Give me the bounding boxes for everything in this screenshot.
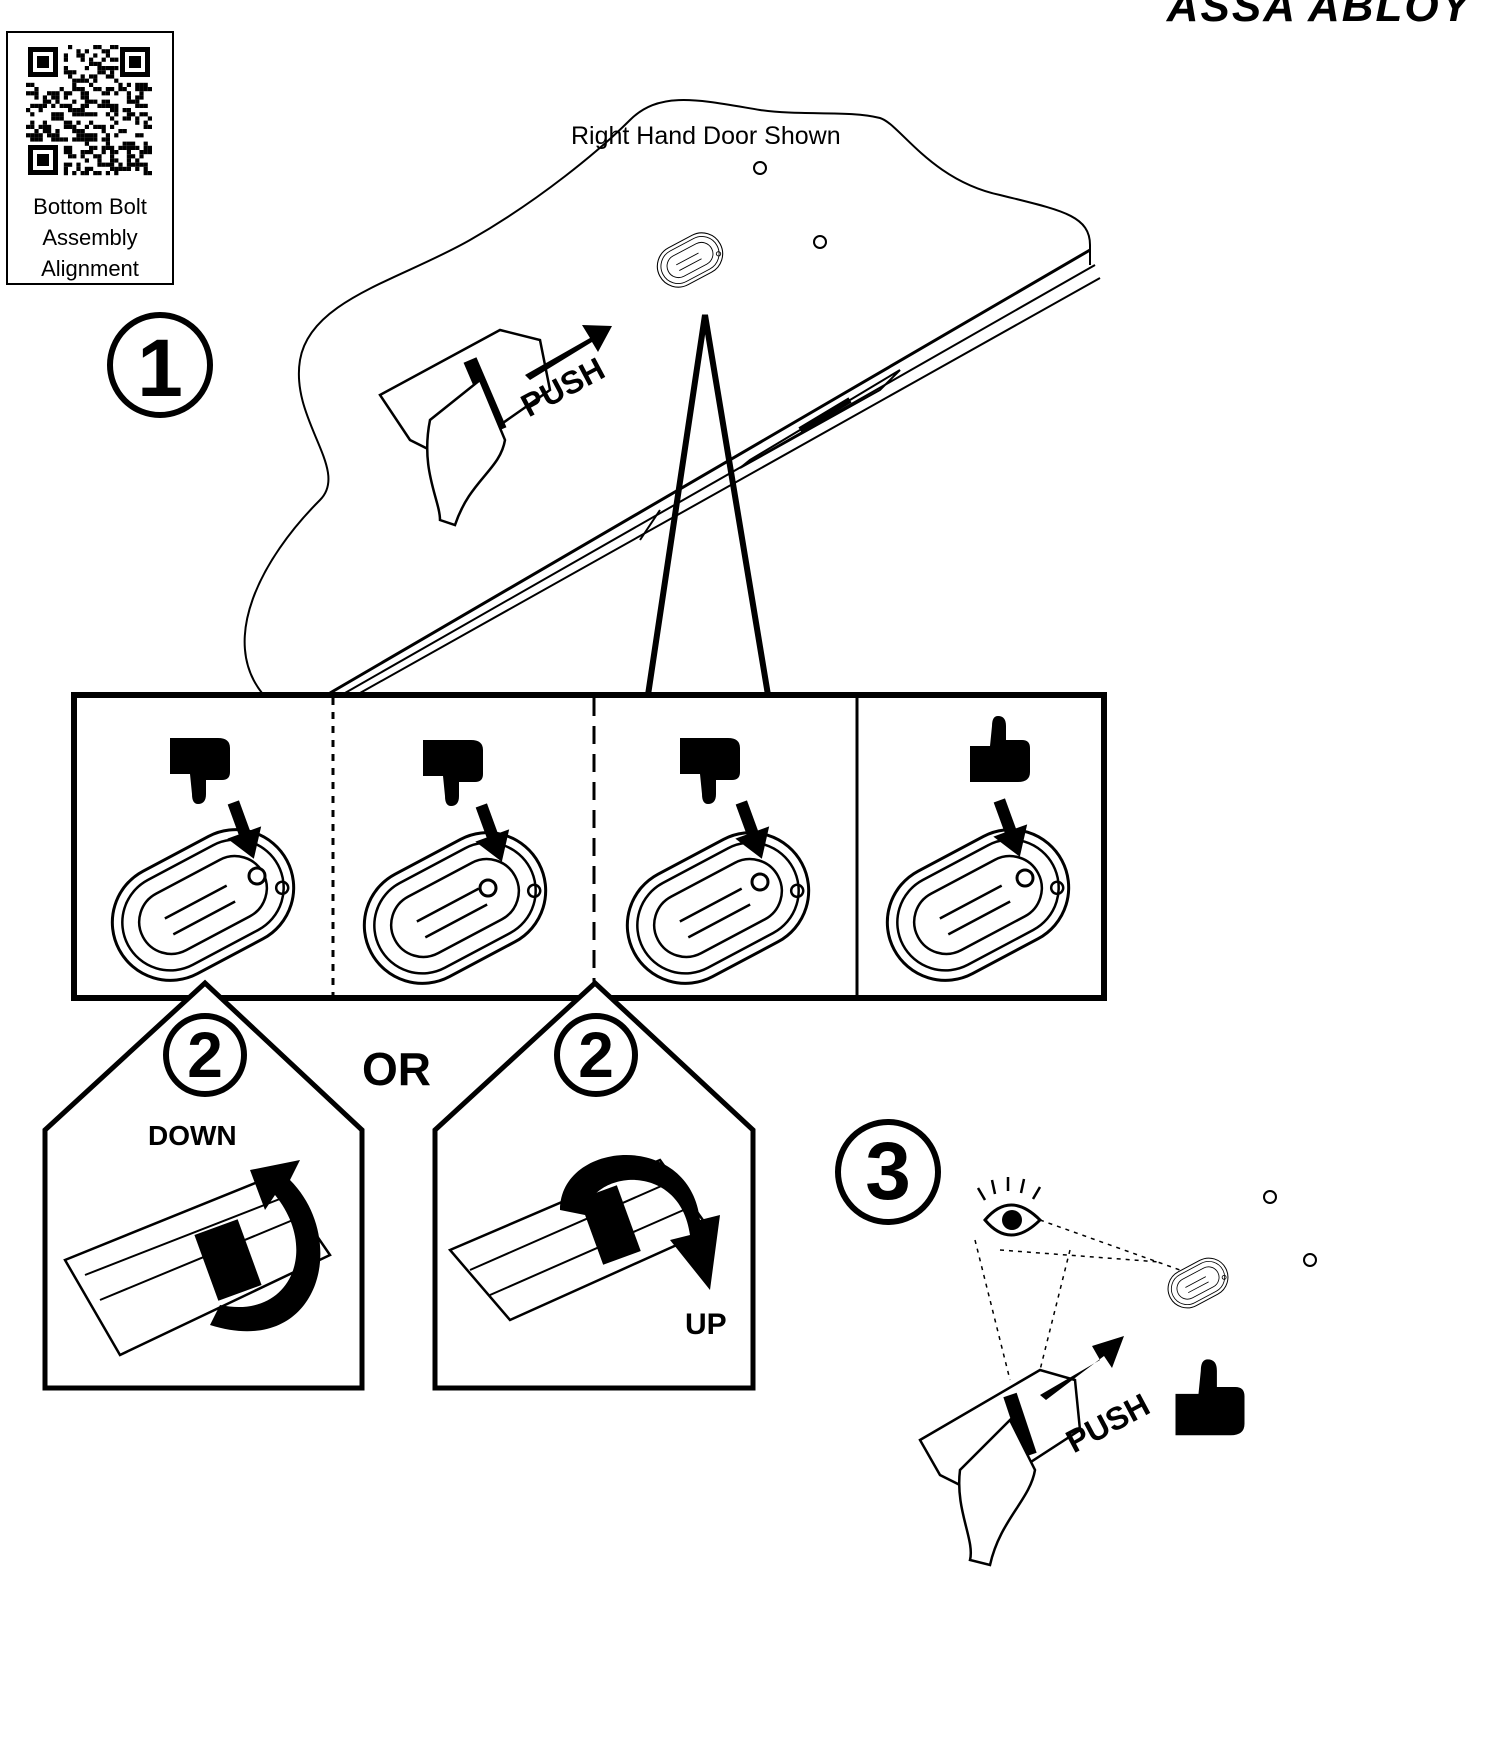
- step1-number: 1: [137, 323, 183, 414]
- step1-bolt-illustration: [378, 325, 612, 527]
- step2-up-label: UP: [685, 1308, 727, 1341]
- or-label: OR: [362, 1043, 431, 1095]
- qr-caption-line: Assembly: [42, 225, 138, 250]
- step2-up-number: 2: [578, 1019, 614, 1091]
- door-caption: Right Hand Door Shown: [571, 122, 841, 150]
- step2-down-label: DOWN: [148, 1120, 237, 1151]
- qr-caption: Bottom Bolt Assembly Alignment: [8, 191, 172, 284]
- qr-code-box[interactable]: Bottom Bolt Assembly Alignment: [6, 31, 174, 285]
- step2-up-bolt: [447, 1155, 720, 1322]
- bolt-pin: [1015, 868, 1035, 888]
- step3-scene: [918, 1177, 1317, 1567]
- step2-down-bolt: [63, 1160, 332, 1357]
- qr-caption-line: Bottom Bolt: [33, 194, 147, 219]
- qr-caption-line: Alignment: [41, 256, 139, 281]
- bolt-pin: [478, 878, 498, 898]
- bolt-pin: [750, 872, 770, 892]
- step2-down-number: 2: [187, 1019, 223, 1091]
- step3-number: 3: [865, 1126, 911, 1217]
- bolt-pin: [247, 866, 267, 886]
- brand-logo: ASSA ABLOY: [1166, 0, 1472, 31]
- qr-code-icon: [26, 45, 152, 177]
